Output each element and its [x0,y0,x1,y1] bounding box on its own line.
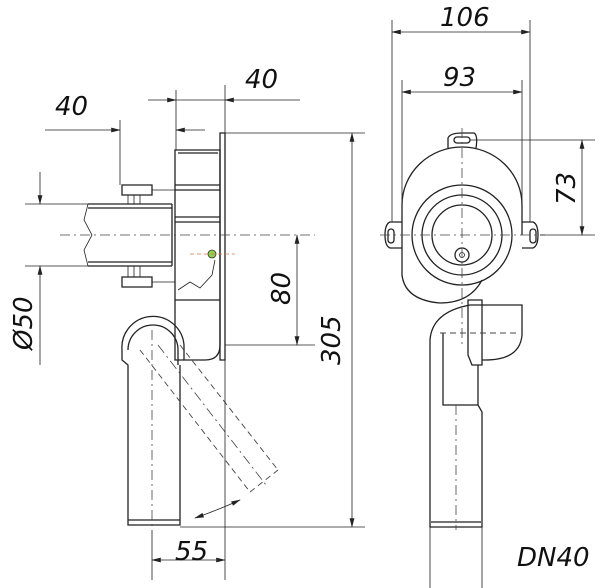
outlet-bend [121,315,185,365]
dim-73: 73 [552,172,582,205]
inlet-pipe [88,203,173,267]
dim-93: 93 [443,63,476,93]
front-dimensions: 106 93 73 DN40 [391,3,595,588]
outlet-tube-front [429,333,483,528]
rotation-arrow-icon [194,499,241,519]
front-view [380,128,545,530]
outlet-tube [121,350,181,526]
side-dimensions: 40 40 Ø50 80 305 55 [9,65,365,580]
dim-106: 106 [440,3,490,33]
side-view [60,132,315,530]
dim-diameter: Ø50 [9,296,39,351]
wall-plate [219,132,226,361]
outer-ring [411,184,513,286]
dim-55: 55 [175,537,208,567]
label-dn40: DN40 [517,543,590,573]
dim-305: 305 [317,315,347,365]
dim-40-top: 40 [245,65,278,95]
outlet-elbow [429,299,523,366]
trap-body [401,146,523,304]
housing [174,149,221,361]
dim-80: 80 [267,272,297,305]
dim-40-pipe: 40 [55,92,88,122]
